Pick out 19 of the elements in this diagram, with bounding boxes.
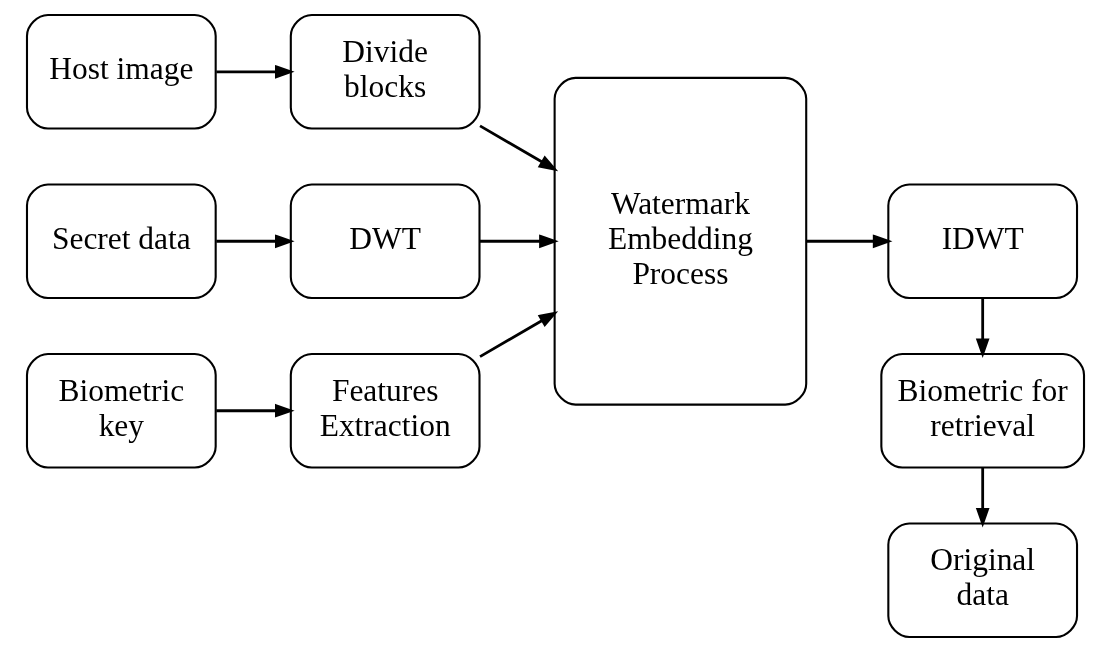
arrow	[216, 403, 295, 418]
node-box: Original data	[887, 522, 1079, 639]
arrow	[480, 234, 559, 249]
arrow	[479, 311, 559, 358]
node-box: IDWT	[887, 183, 1079, 300]
node-box: Biometric key	[25, 352, 217, 469]
node-box: Biometric for retrieval	[880, 352, 1086, 469]
node-box: DWT	[289, 183, 481, 300]
node-box: Divide blocks	[289, 13, 481, 130]
arrow	[975, 298, 990, 359]
node-box: Secret data	[25, 183, 217, 300]
arrow	[216, 64, 295, 79]
arrow	[975, 467, 990, 528]
arrow	[216, 234, 295, 249]
node-box: Host image	[25, 13, 217, 130]
arrow	[806, 234, 893, 249]
node-box: Watermark Embedding Process	[553, 76, 808, 406]
node-box: Features Extraction	[289, 352, 481, 469]
arrow	[479, 124, 559, 172]
